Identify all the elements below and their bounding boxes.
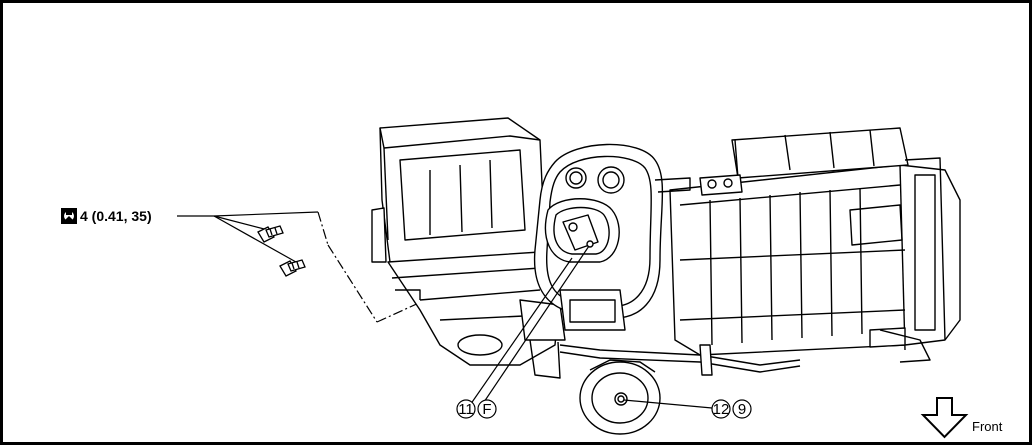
bolt-upper xyxy=(257,225,284,243)
torque-spec-label: 4 (0.41, 35) xyxy=(80,208,152,224)
callout-number-11: 11 xyxy=(458,401,474,418)
callout-12: 12 9 xyxy=(623,399,752,419)
front-direction-indicator: Front xyxy=(920,397,1003,439)
callout-11: 11 F xyxy=(456,245,590,419)
callout-letter-9: 9 xyxy=(738,401,746,418)
callout-number-12: 12 xyxy=(713,401,730,418)
heater-unit-assembly xyxy=(371,117,961,435)
front-label: Front xyxy=(972,419,1003,434)
arrow-down-icon xyxy=(920,397,969,439)
callout-letter-f: F xyxy=(482,401,491,418)
torque-wrench-icon xyxy=(61,208,77,224)
main-case xyxy=(669,164,961,356)
bolt-lower xyxy=(279,259,306,277)
